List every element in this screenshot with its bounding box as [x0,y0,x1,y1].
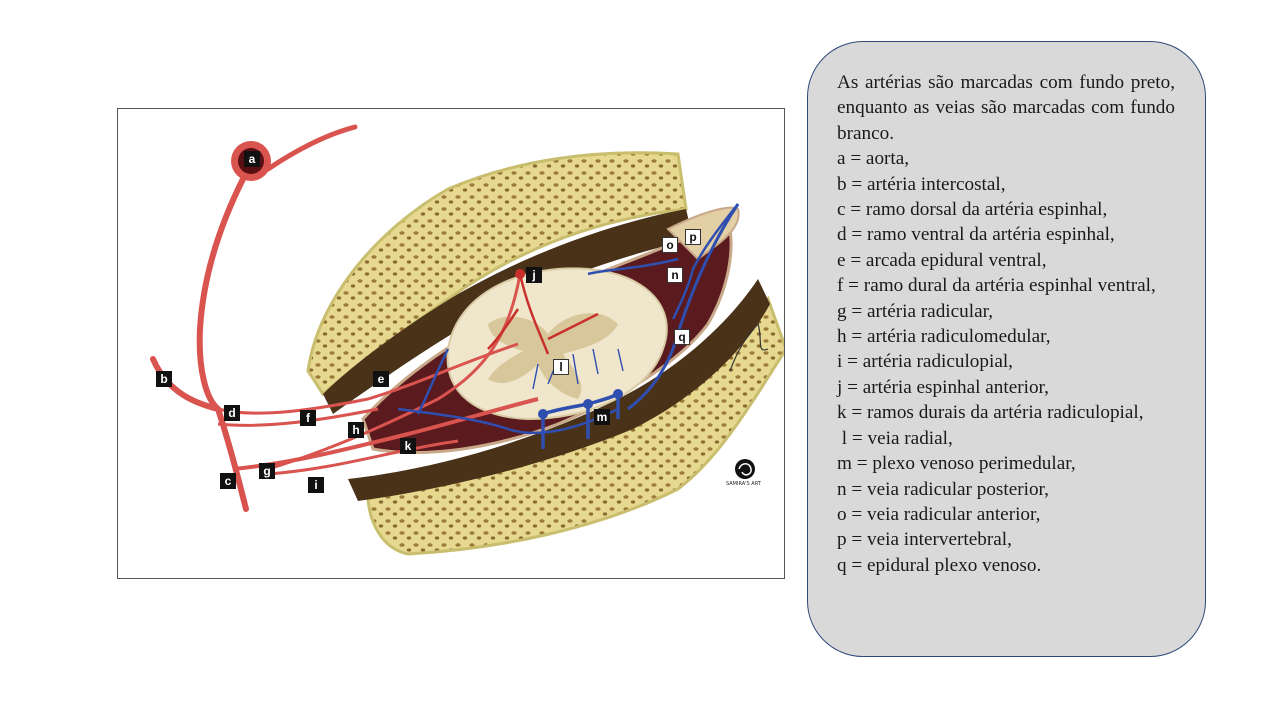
label-a: a [244,151,260,167]
intercostal-artery [265,124,358,172]
artist-signature [729,322,769,372]
epidural-venous-plexus [397,348,619,435]
legend-item-h: h = artéria radiculomedular, [837,326,1051,348]
legend-item-i: i = artéria radiculopial, [837,351,1013,373]
lower-ligament [348,279,770,501]
venous-node-1 [538,409,548,419]
anatomy-figure: SAMIRA'S ART a b c d e f g h i j k l m n… [117,108,785,579]
label-c: c [220,473,236,489]
legend-intro: As artérias são marcadas com fundo preto… [837,72,1175,144]
label-h: h [348,422,364,438]
watermark-text: SAMIRA'S ART [726,481,761,487]
segmental-artery [196,176,246,412]
legend-item-f: f = ramo dural da artéria espinhal ventr… [837,275,1156,297]
legend-item-k: k = ramos durais da artéria radiculopial… [837,402,1144,424]
legend-item-c: c = ramo dorsal da artéria espinhal, [837,199,1108,221]
label-n: n [667,267,683,283]
intercostal-branch [150,356,221,412]
legend-item-o: o = veia radicular anterior, [837,503,1041,525]
upper-ligament [323,209,693,414]
perimedullary-venous-plexus [541,392,620,449]
legend-item-m: m = plexo venoso perimedular, [837,453,1076,475]
label-k: k [400,438,416,454]
legend-item-a: a = aorta, [837,148,910,170]
radiculopial-artery [267,439,459,476]
label-p: p [685,229,701,245]
label-g: g [259,463,275,479]
label-e: e [373,371,389,387]
legend-item-p: p = veia intervertebral, [837,529,1012,551]
legend-item-b: b = artéria intercostal, [837,173,1006,195]
spinal-branch [217,342,519,415]
label-o: o [662,237,678,253]
legend-item-e: e = arcada epidural ventral, [837,249,1047,271]
legend-item-d: d = ramo ventral da artéria espinhal, [837,224,1115,246]
anterior-radicular-vein [587,257,679,276]
artist-logo [735,459,755,479]
legend-item-j: j = artéria espinhal anterior, [837,376,1049,398]
artist-logo-swirl [738,463,752,476]
legend-item-l: l = veia radial, [837,427,953,449]
radicular-artery [232,397,539,471]
label-m: m [594,409,610,425]
venous-node-2 [583,399,593,409]
label-b: b [156,371,172,387]
grey-matter [488,313,618,399]
legend-item-n: n = veia radicular posterior, [837,478,1049,500]
anterior-spinal-artery [487,273,599,355]
ventral-branch [217,407,379,427]
label-q: q [674,329,690,345]
legend-panel: As artérias são marcadas com fundo preto… [807,41,1206,657]
label-f: f [300,410,316,426]
label-l: l [553,359,569,375]
label-i: i [308,477,324,493]
venous-node-3 [613,389,623,399]
anterior-spinal-artery-node [515,269,525,279]
dorsal-branch [215,406,249,512]
legend-item-q: q = epidural plexo venoso. [837,554,1042,576]
label-j: j [526,267,542,283]
intervertebral-vein [671,203,739,320]
label-d: d [224,405,240,421]
legend-item-g: g = artéria radicular, [837,300,994,322]
spinal-vasculature-illustration [150,124,784,556]
